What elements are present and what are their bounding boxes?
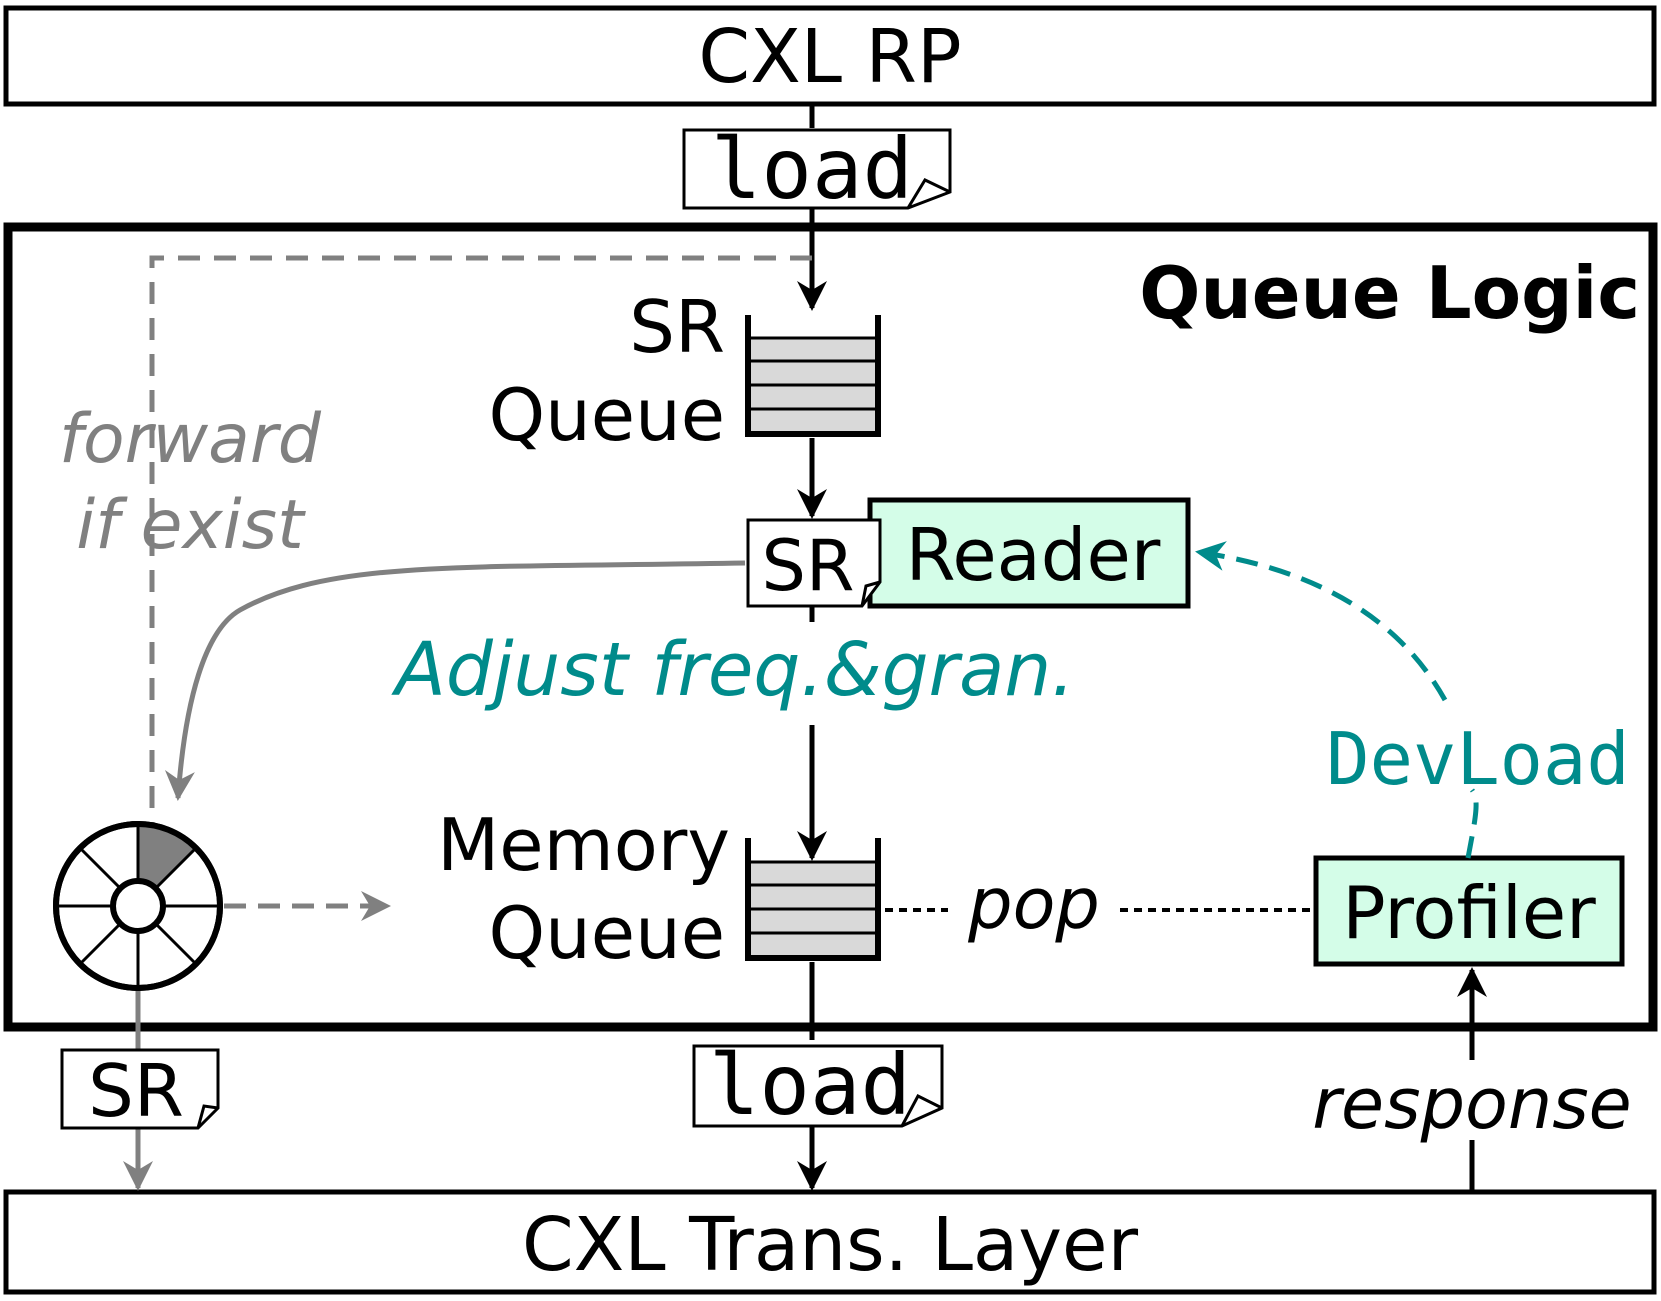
sr-queue: SR Queue (488, 285, 881, 457)
queue-logic-title: Queue Logic (1139, 251, 1640, 335)
arbiter-wheel (53, 821, 223, 991)
pop-label: pop (967, 863, 1100, 945)
cxl-trans-layer-label: CXL Trans. Layer (522, 1202, 1139, 1288)
devload-feedback: DevLoad (1195, 541, 1630, 859)
adjust-label: Adjust freq.&gran. (391, 627, 1075, 713)
forward-path (149, 255, 812, 828)
reader-label: Reader (906, 513, 1161, 597)
forward-label-line2: if exist (76, 486, 306, 565)
sr-queue-label-line1: SR (629, 285, 725, 369)
sr-packet-reader-label: SR (761, 525, 854, 607)
sr-packet-bottom: SR (60, 1048, 220, 1133)
cxl-rp-bar: CXL RP (3, 5, 1657, 107)
reader-box: Reader (867, 497, 1191, 609)
forward-label-line1: forward (59, 400, 322, 479)
sr-to-arbiter-curve (164, 560, 746, 801)
profiler-label: Profiler (1342, 871, 1596, 955)
memory-queue: Memory Queue (437, 803, 881, 975)
profiler-box: Profiler (1313, 855, 1625, 967)
devload-label: DevLoad (1326, 717, 1629, 801)
forward-annotation: forward if exist (59, 400, 322, 565)
queue-logic-frame: Queue Logic (3, 222, 1658, 1032)
load-packet-top: load (682, 120, 952, 218)
memory-queue-label-line1: Memory (437, 803, 730, 887)
memory-queue-label-line2: Queue (488, 891, 725, 975)
load-packet-bottom: load (692, 1036, 944, 1134)
response-label: response (1312, 1063, 1631, 1145)
cxl-trans-layer-bar: CXL Trans. Layer (3, 1189, 1657, 1295)
sr-packet-reader: SR (746, 518, 882, 608)
pop-connection: pop (885, 863, 1314, 945)
cxl-rp-label: CXL RP (698, 14, 961, 100)
load-packet-bottom-label: load (709, 1036, 911, 1134)
sr-packet-bottom-label: SR (88, 1049, 184, 1133)
response-path: response (1312, 967, 1632, 1190)
sr-queue-label-line2: Queue (488, 373, 725, 457)
load-packet-top-label: load (711, 120, 913, 218)
